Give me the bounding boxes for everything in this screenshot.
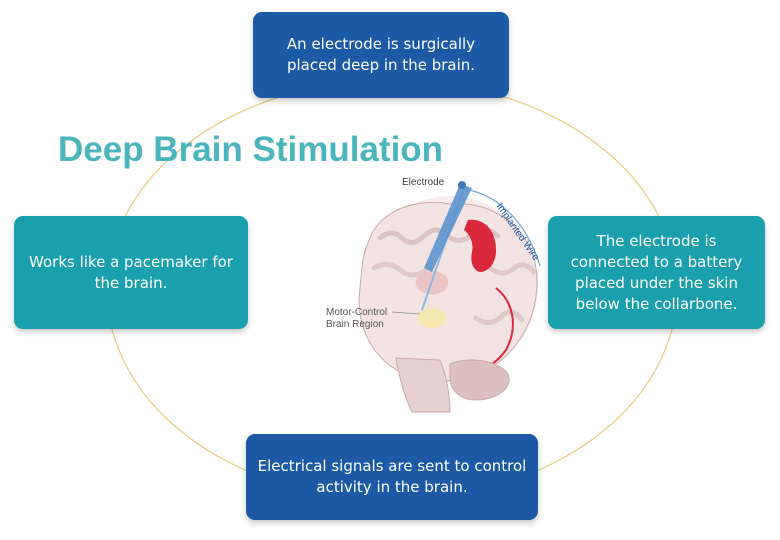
motor-control-label-line2: Brain Region <box>326 319 384 330</box>
box-battery-connection: The electrode is connected to a battery … <box>548 216 765 329</box>
box-electrode-placement: An electrode is surgically placed deep i… <box>253 12 509 98</box>
region-pointer-line <box>391 311 421 315</box>
box-pacemaker: Works like a pacemaker for the brain. <box>14 216 248 329</box>
box-electrode-placement-text: An electrode is surgically placed deep i… <box>286 35 476 74</box>
box-pacemaker-text: Works like a pacemaker for the brain. <box>29 252 233 292</box>
box-battery-connection-text: The electrode is connected to a battery … <box>570 231 743 313</box>
electrode <box>421 181 472 311</box>
electrode-label: Electrode <box>402 177 445 188</box>
motor-control-label-line1: Motor-Control <box>326 307 387 318</box>
brain-illustration: Electrode Implanted Wire Motor-Control B… <box>326 177 541 413</box>
motor-control-label: Motor-Control Brain Region <box>326 307 390 330</box>
box-electrical-signals-text: Electrical signals are sent to control a… <box>257 457 527 496</box>
box-electrical-signals: Electrical signals are sent to control a… <box>246 434 538 520</box>
diagram-title: Deep Brain Stimulation <box>58 130 444 169</box>
